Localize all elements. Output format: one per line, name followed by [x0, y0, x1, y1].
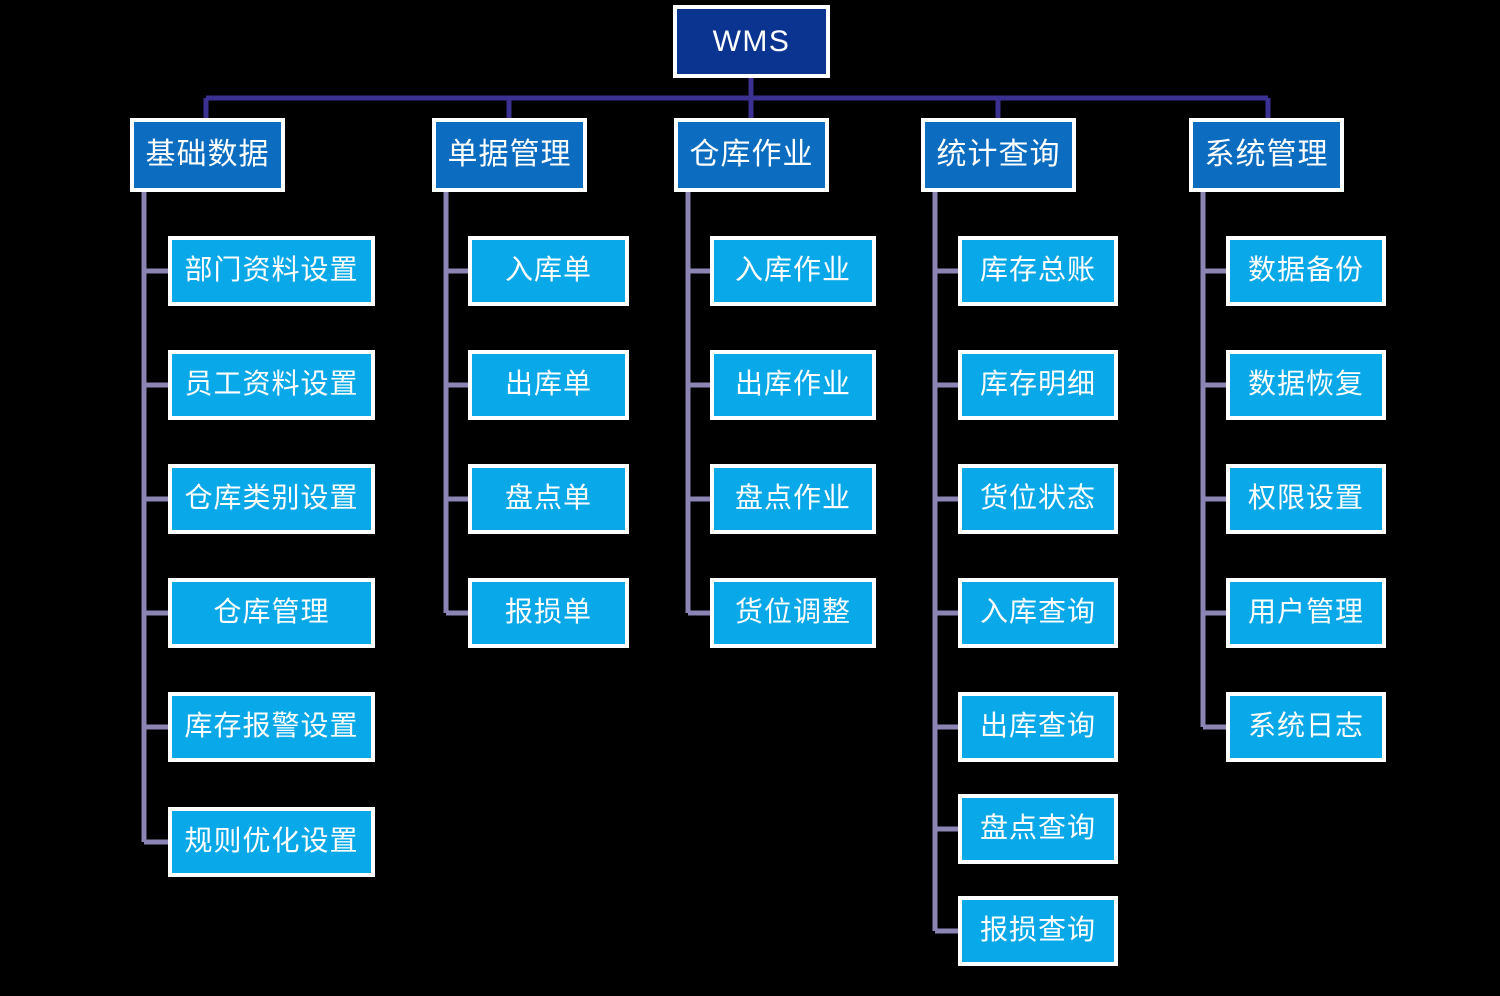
node-label: 单据管理	[447, 138, 572, 172]
node-leaf-warehouse-category-setting[interactable]: 仓库类别设置	[168, 464, 375, 534]
node-label: 盘点单	[504, 483, 592, 515]
node-branch-statistics-query[interactable]: 统计查询	[921, 118, 1076, 192]
node-leaf-data-restore[interactable]: 数据恢复	[1226, 350, 1386, 420]
node-label: 权限设置	[1247, 483, 1364, 515]
node-leaf-employee-data-setting[interactable]: 员工资料设置	[168, 350, 375, 420]
node-label: 仓库作业	[689, 138, 814, 172]
node-leaf-outbound-query[interactable]: 出库查询	[958, 692, 1118, 762]
node-leaf-outbound-operation[interactable]: 出库作业	[710, 350, 876, 420]
node-leaf-stock-alert-setting[interactable]: 库存报警设置	[168, 692, 375, 762]
node-label: 规则优化设置	[184, 826, 359, 858]
node-leaf-permission-setting[interactable]: 权限设置	[1226, 464, 1386, 534]
node-label: 盘点作业	[734, 483, 851, 515]
node-branch-system-management[interactable]: 系统管理	[1189, 118, 1344, 192]
node-root-wms[interactable]: WMS	[673, 5, 830, 78]
node-leaf-stocktaking-order[interactable]: 盘点单	[468, 464, 629, 534]
node-leaf-stocktaking-operation[interactable]: 盘点作业	[710, 464, 876, 534]
node-leaf-warehouse-management[interactable]: 仓库管理	[168, 578, 375, 648]
node-leaf-outbound-order[interactable]: 出库单	[468, 350, 629, 420]
node-label: 仓库类别设置	[184, 483, 359, 515]
node-leaf-inbound-order[interactable]: 入库单	[468, 236, 629, 306]
node-label: 仓库管理	[213, 597, 330, 629]
node-leaf-inbound-query[interactable]: 入库查询	[958, 578, 1118, 648]
node-leaf-inbound-operation[interactable]: 入库作业	[710, 236, 876, 306]
node-label: 入库单	[504, 255, 592, 287]
node-branch-document-management[interactable]: 单据管理	[432, 118, 587, 192]
node-label: 统计查询	[936, 138, 1061, 172]
node-leaf-damage-report-query[interactable]: 报损查询	[958, 896, 1118, 966]
node-label: 入库查询	[979, 597, 1096, 629]
node-label: 库存明细	[979, 369, 1096, 401]
node-leaf-system-log[interactable]: 系统日志	[1226, 692, 1386, 762]
node-leaf-stocktaking-query[interactable]: 盘点查询	[958, 794, 1118, 864]
node-label: 基础数据	[145, 138, 270, 172]
node-label: 出库单	[504, 369, 592, 401]
node-label: 库存总账	[979, 255, 1096, 287]
node-label: 出库作业	[734, 369, 851, 401]
node-label: 报损查询	[979, 915, 1096, 947]
node-label: 系统日志	[1247, 711, 1364, 743]
node-leaf-slot-status[interactable]: 货位状态	[958, 464, 1118, 534]
node-branch-basic-data[interactable]: 基础数据	[130, 118, 285, 192]
node-leaf-slot-adjustment[interactable]: 货位调整	[710, 578, 876, 648]
node-leaf-user-management[interactable]: 用户管理	[1226, 578, 1386, 648]
node-leaf-inventory-detail[interactable]: 库存明细	[958, 350, 1118, 420]
node-label: 员工资料设置	[184, 369, 359, 401]
node-branch-warehouse-operations[interactable]: 仓库作业	[674, 118, 829, 192]
node-label: 数据恢复	[1247, 369, 1364, 401]
node-leaf-data-backup[interactable]: 数据备份	[1226, 236, 1386, 306]
node-leaf-inventory-ledger[interactable]: 库存总账	[958, 236, 1118, 306]
node-label: 部门资料设置	[184, 255, 359, 287]
node-label: WMS	[712, 24, 791, 58]
node-leaf-department-data-setting[interactable]: 部门资料设置	[168, 236, 375, 306]
node-label: 货位状态	[979, 483, 1096, 515]
node-label: 货位调整	[734, 597, 851, 629]
node-label: 用户管理	[1247, 597, 1364, 629]
node-label: 系统管理	[1204, 138, 1329, 172]
node-label: 数据备份	[1247, 255, 1364, 287]
node-leaf-rule-optimization-setting[interactable]: 规则优化设置	[168, 807, 375, 877]
node-label: 盘点查询	[979, 813, 1096, 845]
node-label: 报损单	[504, 597, 592, 629]
node-leaf-damage-report-order[interactable]: 报损单	[468, 578, 629, 648]
node-label: 入库作业	[734, 255, 851, 287]
node-label: 库存报警设置	[184, 711, 359, 743]
node-label: 出库查询	[979, 711, 1096, 743]
